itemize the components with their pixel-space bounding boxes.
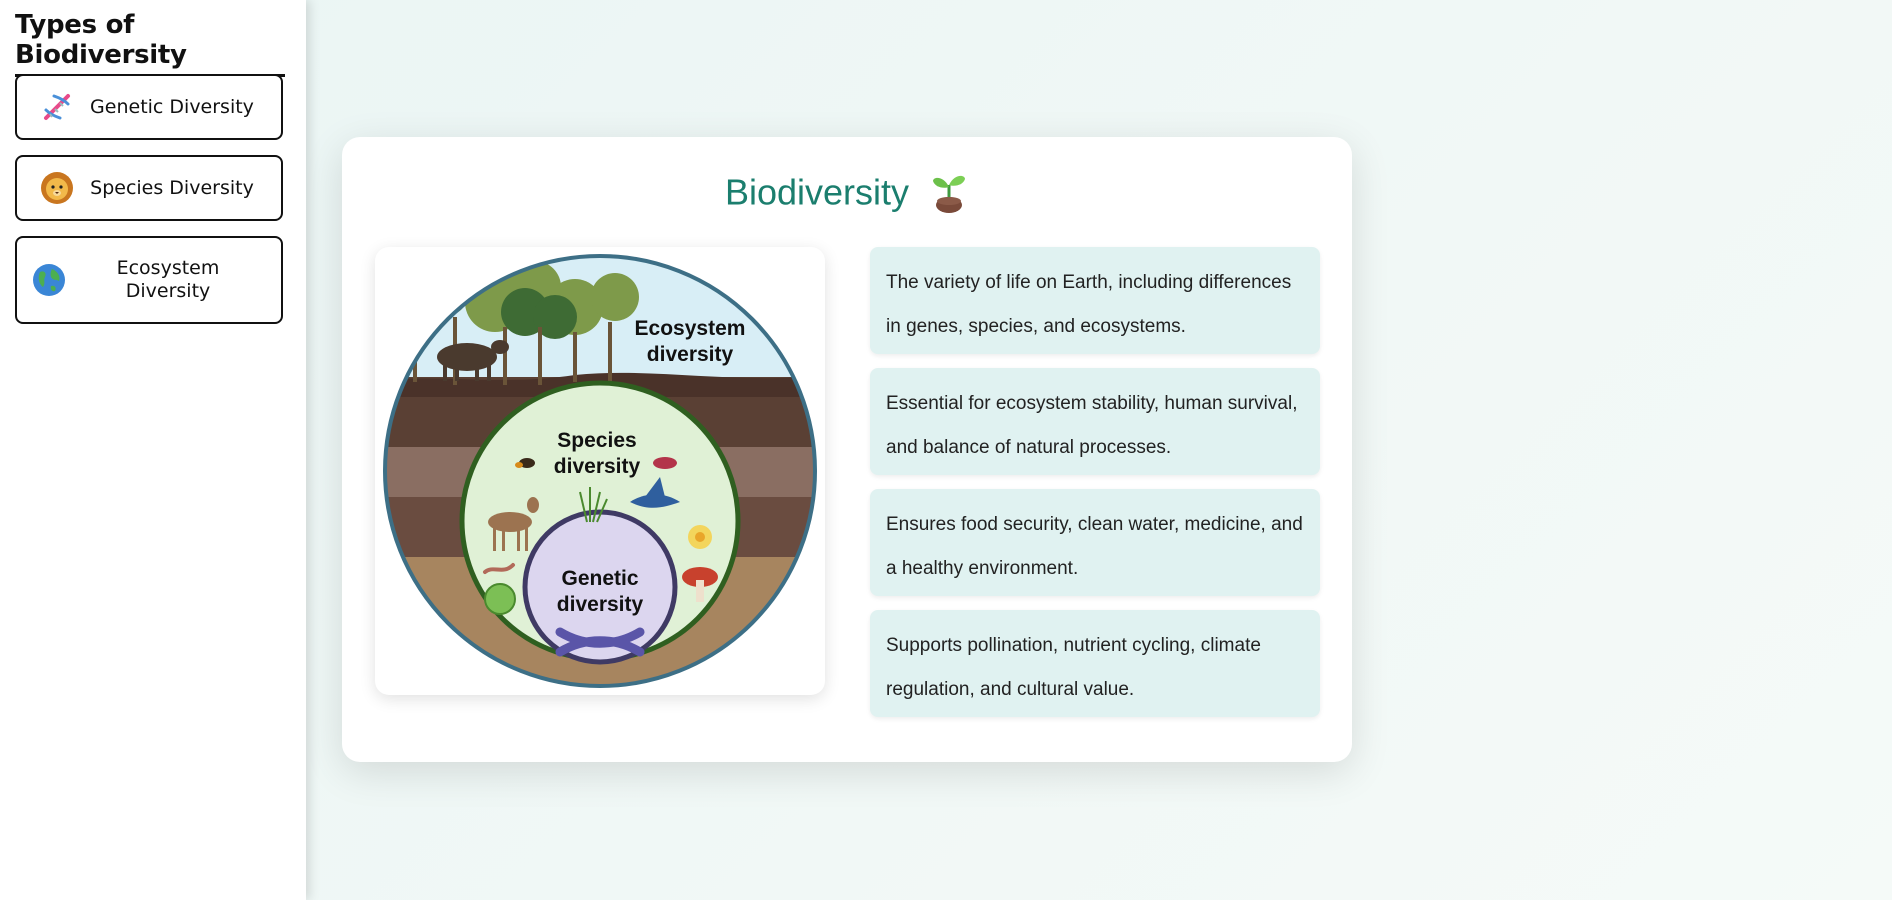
facts-list: The variety of life on Earth, including … [870,247,1320,731]
ecosystem-label-line2: diversity [647,343,734,366]
flower-icon [688,525,712,549]
page-title: Biodiversity [342,169,1352,214]
globe-icon [25,263,73,297]
page-title-text: Biodiversity [724,171,910,213]
fact-item: Essential for ecosystem stability, human… [870,368,1320,475]
ecosystem-label-line1: Ecosystem [635,317,746,340]
cell-icon [484,583,516,615]
deer-icon [488,497,539,551]
biodiversity-diagram: Ecosystem diversity Species diversity Ge… [383,254,817,688]
worm-icon [483,563,515,574]
fact-item: The variety of life on Earth, including … [870,247,1320,354]
fact-item: Supports pollination, nutrient cycling, … [870,610,1320,717]
seedling-icon [933,176,966,214]
ecosystem-diversity-label: Ecosystem Diversity [116,257,220,302]
grass-icon [579,487,608,523]
dna-icon [33,90,81,124]
genetic-diversity-label: Genetic Diversity [90,95,254,118]
chromosome-icon [555,627,645,657]
species-label-line2: diversity [554,455,641,478]
fact-item: Ensures food security, clean water, medi… [870,489,1320,596]
bacteria-icon [653,457,677,469]
bug-icon [515,458,535,468]
sidebar-title: Types of Biodiversity [15,10,285,77]
bird-icon [630,477,680,508]
genetic-label-line1: Genetic [561,567,638,590]
biodiversity-illustration: Ecosystem diversity Species diversity Ge… [375,247,825,695]
lion-face-icon [33,171,81,205]
species-diversity-button[interactable]: Species Diversity [15,155,283,221]
genetic-diversity-button[interactable]: Genetic Diversity [15,74,283,140]
ecosystem-diversity-button[interactable]: Ecosystem Diversity [15,236,283,324]
species-diversity-label: Species Diversity [90,176,254,199]
genetic-label-line2: diversity [557,593,644,616]
sidebar: Types of Biodiversity Genetic Diversity [0,0,306,900]
mushroom-icon [682,567,718,602]
species-label-line1: Species [557,429,636,452]
biodiversity-card: Biodiversity [342,137,1352,762]
